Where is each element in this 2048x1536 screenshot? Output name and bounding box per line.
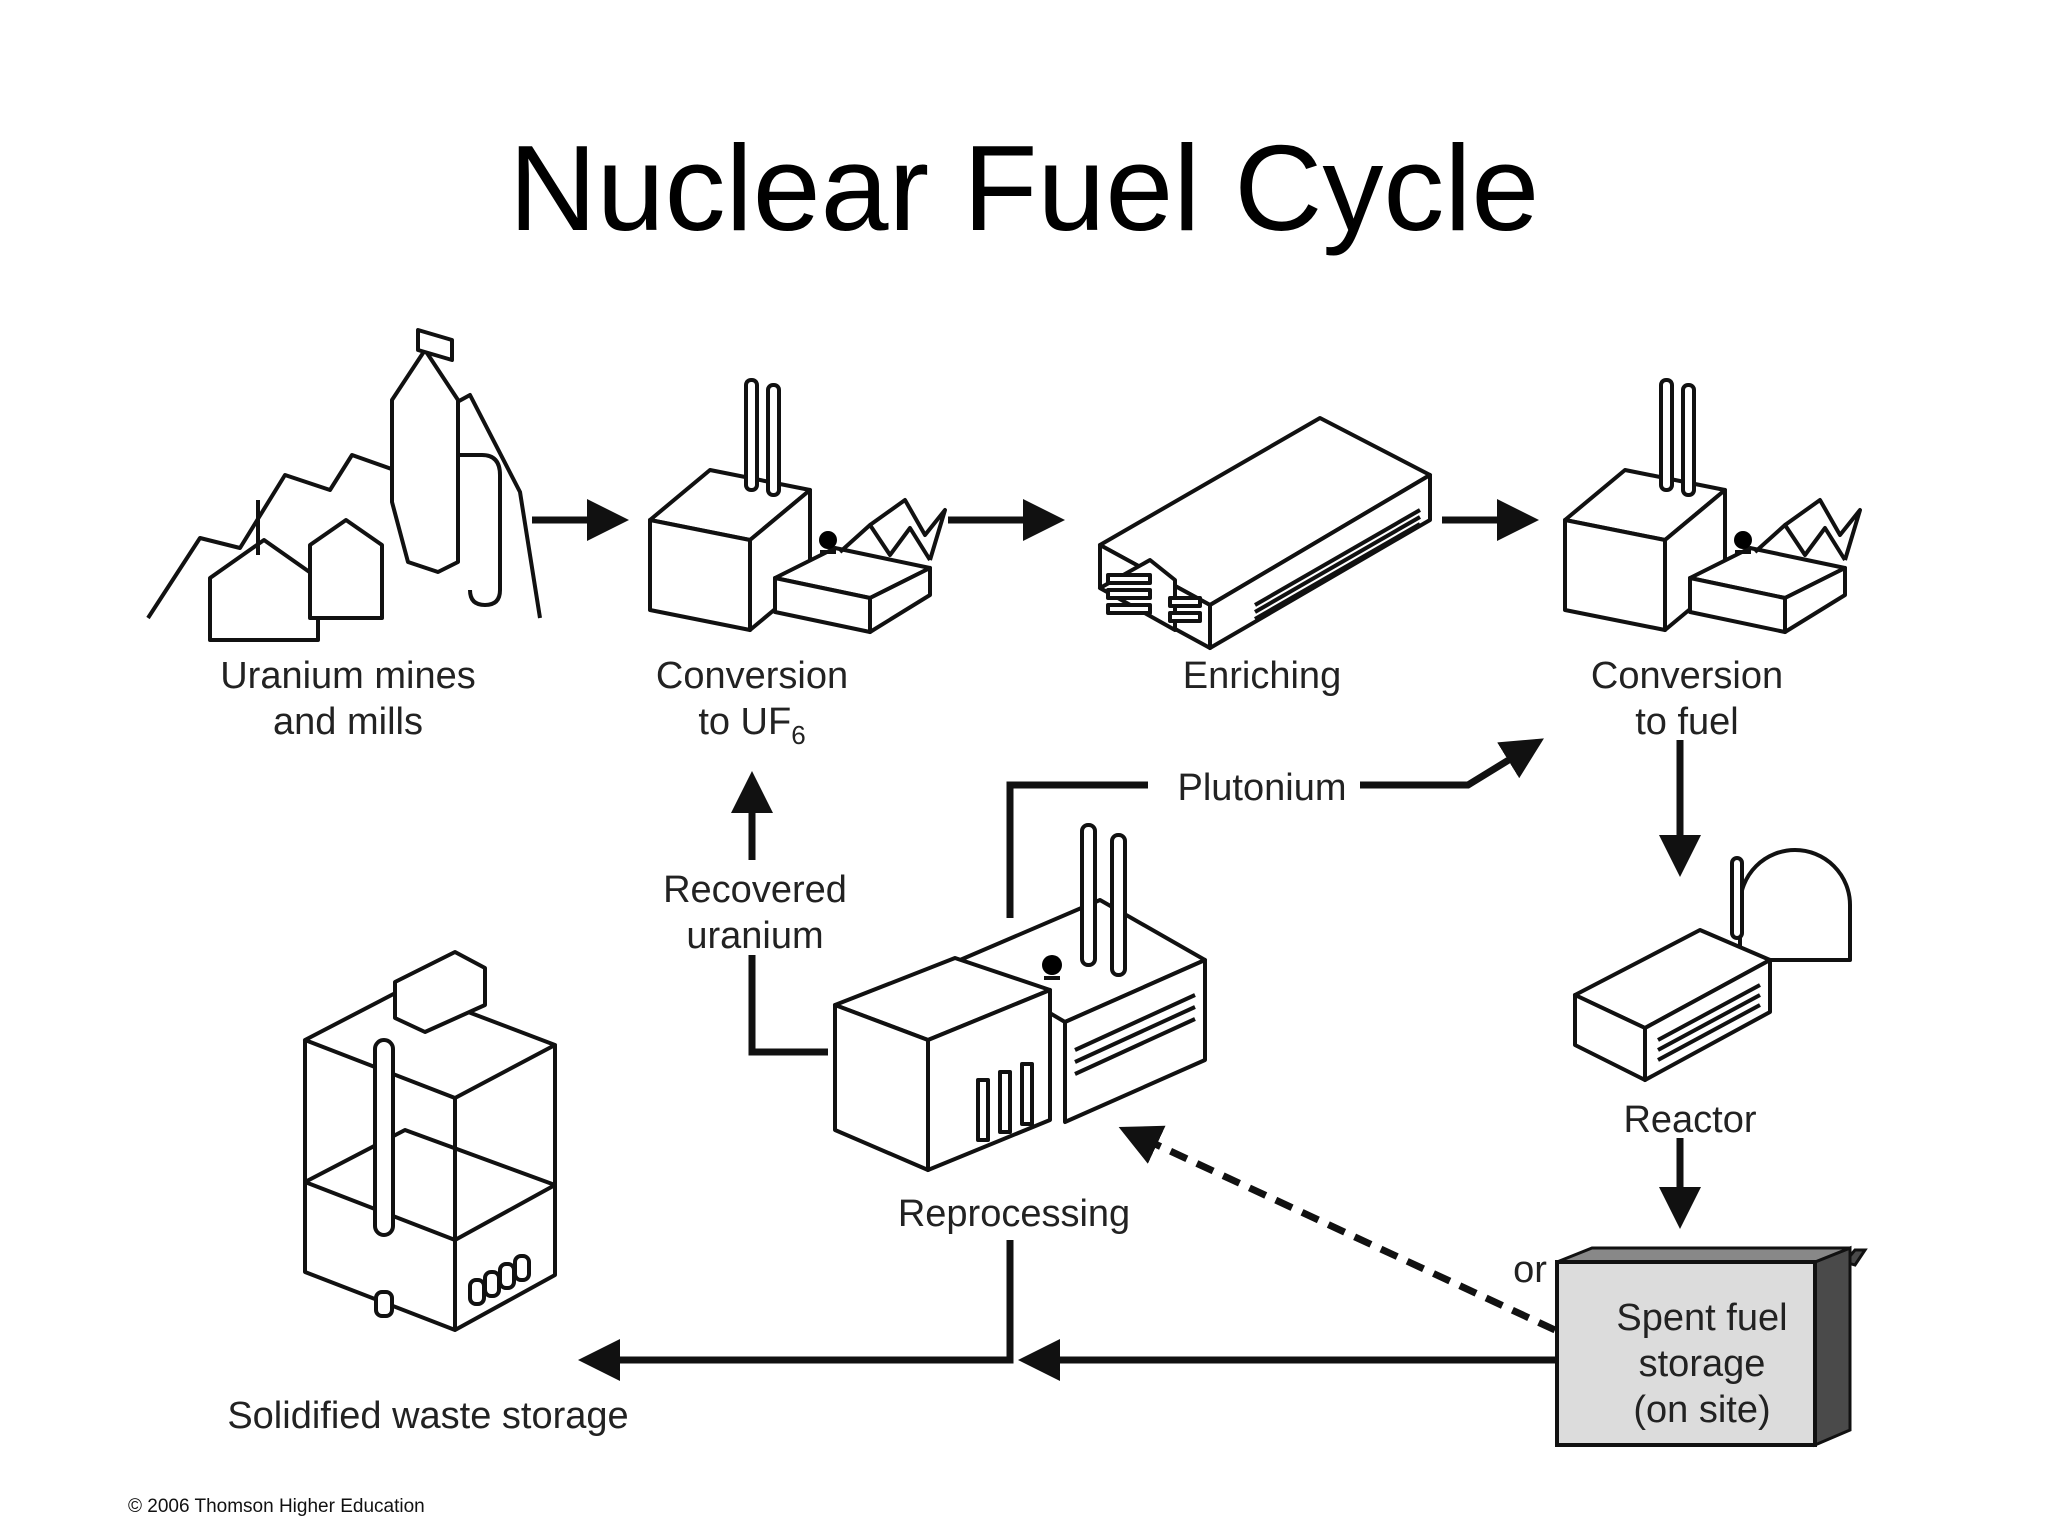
- label-conversion-fuel-line2: to fuel: [1635, 701, 1739, 743]
- arrow-plutonium: [1006, 781, 1148, 918]
- label-waste-storage: Solidified waste storage: [227, 1395, 628, 1437]
- copyright: © 2006 Thomson Higher Education: [128, 1496, 425, 1517]
- spent-fuel-storage-box: [1555, 1245, 1868, 1448]
- enriching-icon: [1098, 416, 1432, 650]
- label-enriching: Enriching: [1183, 655, 1341, 697]
- label-uf-subscript: 6: [791, 720, 805, 750]
- arrow-spent-to-reprocessing-dashed: [1118, 1125, 1557, 1334]
- reactor-icon: [1573, 848, 1852, 1082]
- uranium-mines-icon: [146, 328, 542, 642]
- label-conversion-fuel-line1: Conversion: [1591, 655, 1783, 697]
- label-recovered-line1: Recovered: [663, 869, 847, 911]
- label-conversion-uf6-line1: Conversion: [656, 655, 848, 697]
- label-spent-fuel-line1: Spent fuel: [1616, 1297, 1787, 1339]
- arrow-reprocessing-to-waste: [578, 1240, 1014, 1381]
- label-reactor: Reactor: [1623, 1099, 1756, 1141]
- conversion-uf6-icon: [648, 378, 947, 634]
- slide-title: Nuclear Fuel Cycle: [508, 120, 1540, 256]
- arrow-recovered-uranium-lower: [748, 955, 828, 1056]
- conversion-fuel-icon: [1563, 378, 1862, 634]
- label-or: or: [1513, 1249, 1547, 1291]
- label-mines-line2: and mills: [273, 701, 423, 743]
- label-mines-line1: Uranium mines: [220, 655, 476, 697]
- label-plutonium: Plutonium: [1178, 767, 1347, 809]
- arrow-plutonium-right: [1360, 738, 1544, 789]
- reprocessing-icon: [833, 823, 1207, 1172]
- label-spent-fuel-line3: (on site): [1633, 1389, 1770, 1431]
- label-recovered-line2: uranium: [686, 915, 823, 957]
- label-uf: to UF: [698, 701, 791, 743]
- waste-storage-icon: [303, 950, 557, 1332]
- flow-arrows: [532, 499, 1701, 1381]
- label-reprocessing: Reprocessing: [898, 1193, 1130, 1235]
- label-conversion-uf6-line2: to UF6: [698, 701, 805, 750]
- label-spent-fuel-line2: storage: [1639, 1343, 1766, 1385]
